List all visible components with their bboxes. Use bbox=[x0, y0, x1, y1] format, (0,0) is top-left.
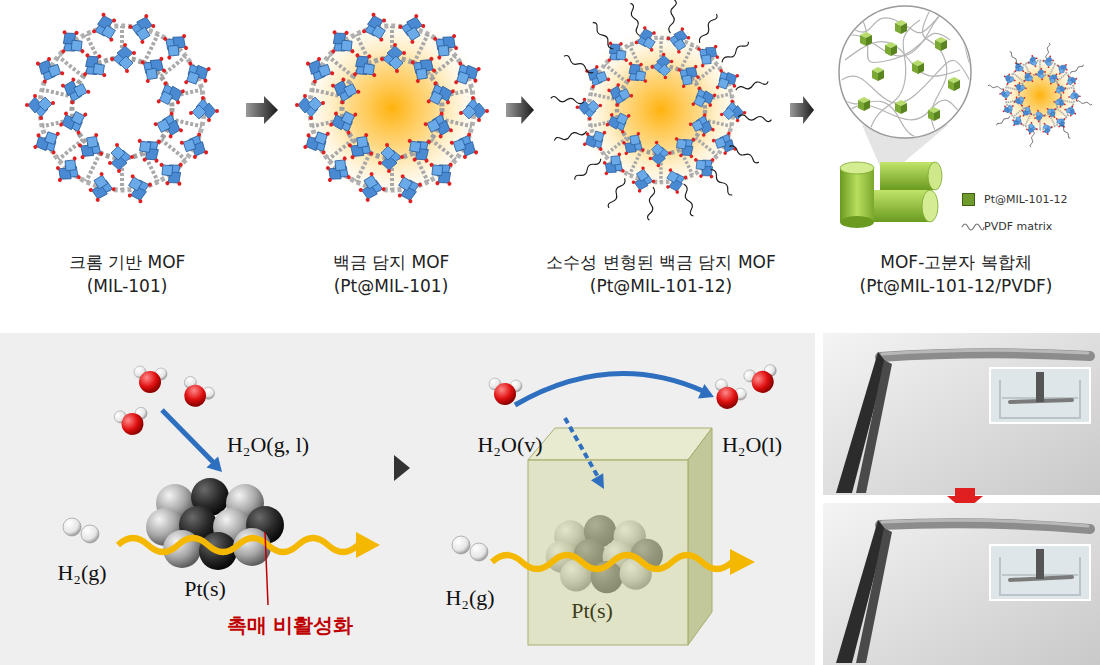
legend-row: Pt@MIL-101-12 bbox=[958, 193, 1068, 206]
process-arrow bbox=[506, 96, 534, 124]
caption-text: (Pt@MIL-101-12/PVDF) bbox=[860, 274, 1053, 298]
legend-text: Pt@MIL-101-12 bbox=[984, 193, 1068, 206]
process-arrow bbox=[790, 96, 814, 124]
legend-text: PVDF matrix bbox=[984, 220, 1052, 233]
scene-label: H₂O(g, l) bbox=[227, 432, 309, 458]
caption-text: (MIL-101) bbox=[87, 274, 168, 298]
scene-label: H₂O(l) bbox=[722, 432, 782, 458]
illustration-node: 소수성 변형된 백금 담지 MOF(Pt@MIL-101-12) bbox=[536, 4, 786, 306]
scene-label: 촉매 비활성화 bbox=[227, 612, 354, 639]
caption-text: 백금 담지 MOF bbox=[333, 250, 450, 274]
caption-text: MOF-고분자 복합체 bbox=[880, 250, 1031, 274]
caption-text: 소수성 변형된 백금 담지 MOF bbox=[546, 250, 775, 274]
caption-text: (Pt@MIL-101-12) bbox=[590, 274, 732, 298]
scene-label: H₂(g) bbox=[445, 585, 494, 611]
legend-row: PVDF matrix bbox=[958, 220, 1052, 233]
caption-text: (Pt@MIL-101) bbox=[334, 274, 449, 298]
legend-swatch bbox=[962, 193, 975, 206]
legend-line-sample bbox=[958, 221, 984, 233]
scene-label: H₂(g) bbox=[57, 560, 106, 586]
caption-text: 크롬 기반 MOF bbox=[69, 250, 186, 274]
illustration-node: 크롬 기반 MOF(MIL-101) bbox=[12, 4, 242, 306]
illustration-node: MOF-고분자 복합체(Pt@MIL-101-12/PVDF) bbox=[816, 4, 1096, 306]
scene-label: Pt(s) bbox=[184, 576, 226, 602]
scene-label: Pt(s) bbox=[571, 598, 613, 624]
process-arrow bbox=[246, 96, 278, 124]
scene-label: H₂O(v) bbox=[477, 432, 542, 458]
illustration-node: 백금 담지 MOF(Pt@MIL-101) bbox=[280, 4, 502, 306]
